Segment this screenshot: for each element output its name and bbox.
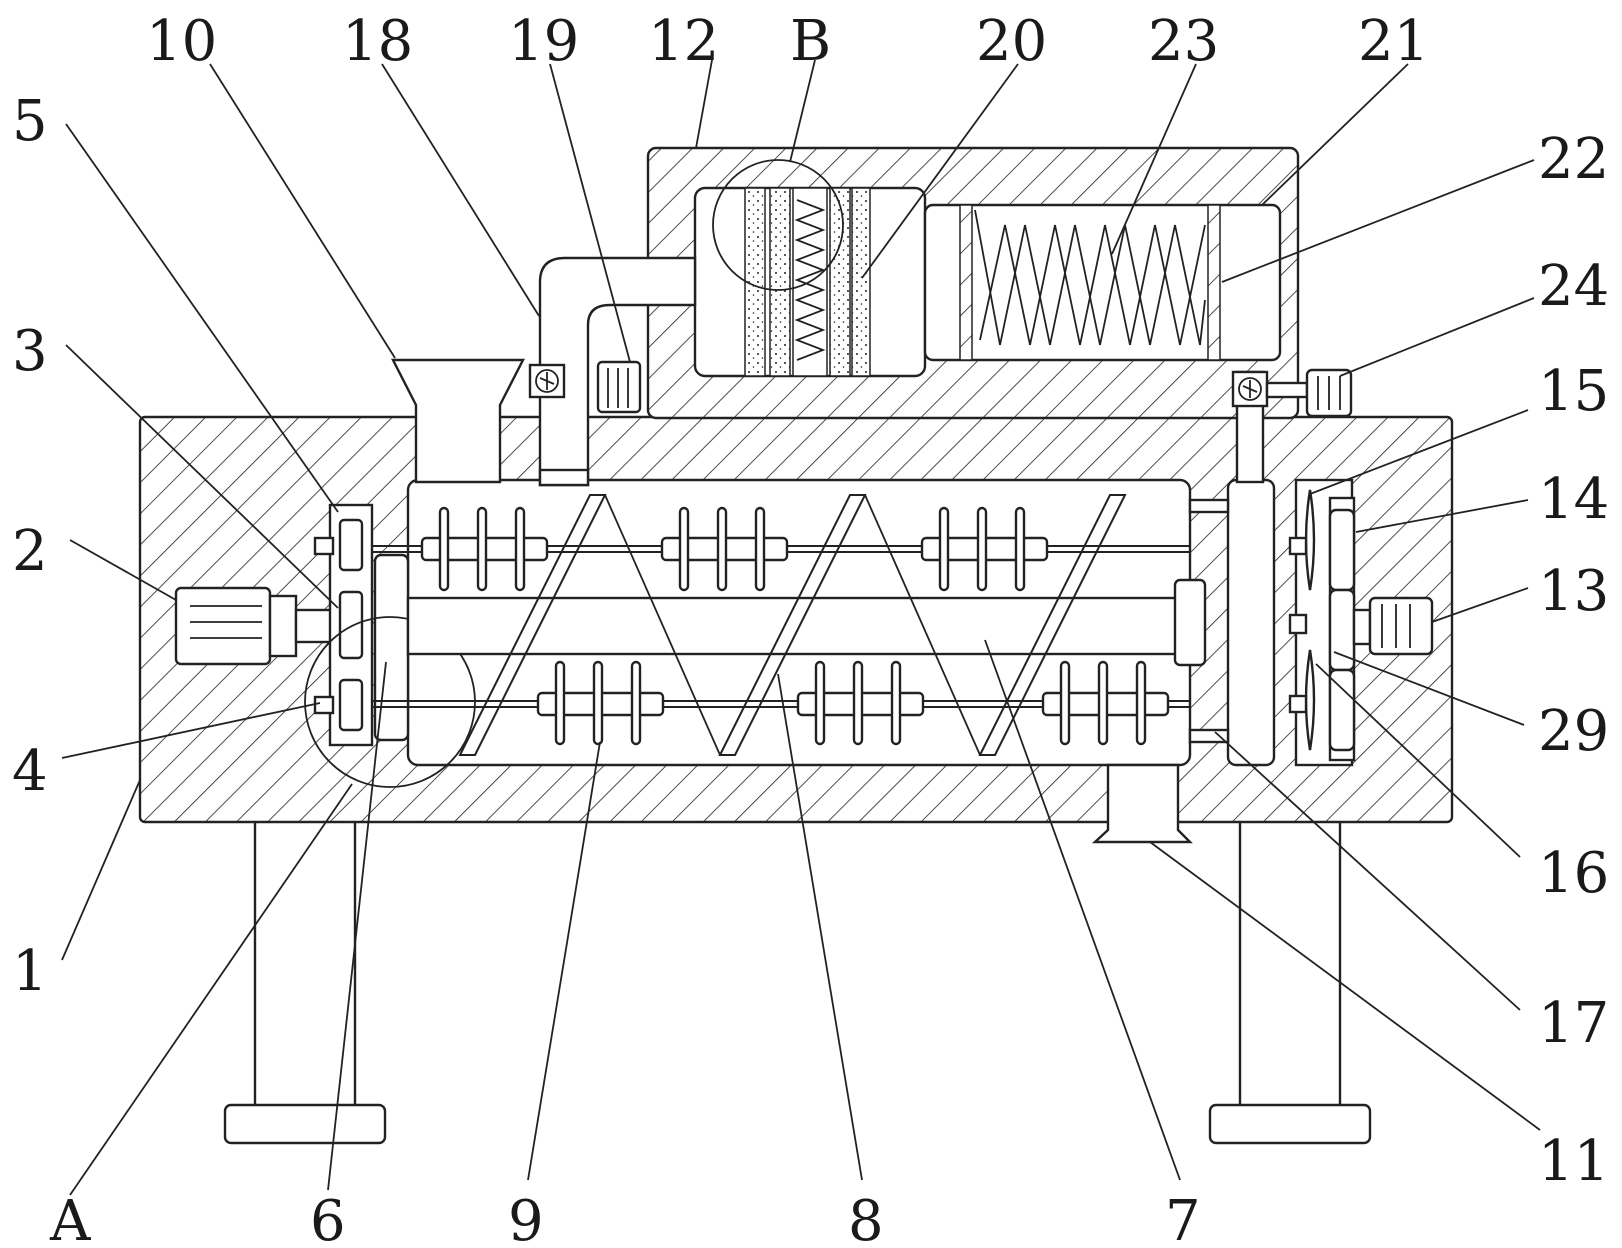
label-23: 23 <box>1148 9 1219 74</box>
label-3: 3 <box>12 319 48 384</box>
left-leg <box>223 818 387 1145</box>
label-18: 18 <box>342 9 413 74</box>
feed-hopper <box>391 358 525 484</box>
fan-unit-left <box>528 360 642 414</box>
label-21: 21 <box>1358 9 1429 74</box>
label-4: 4 <box>12 739 48 804</box>
lower-stirring-shaft <box>372 660 1190 746</box>
label-6: 6 <box>310 1189 346 1248</box>
label-20: 20 <box>976 9 1047 74</box>
upper-stirring-shaft <box>372 506 1190 592</box>
label-16: 16 <box>1538 841 1609 906</box>
right-gear-box <box>1288 489 1434 762</box>
spring-chamber <box>959 204 1221 361</box>
label-13: 13 <box>1538 559 1609 624</box>
label-A: A <box>49 1189 91 1248</box>
label-10: 10 <box>146 9 217 74</box>
left-gear-box <box>304 503 476 788</box>
label-11: 11 <box>1538 1129 1609 1194</box>
left-motor <box>174 586 338 666</box>
label-7: 7 <box>1165 1189 1201 1248</box>
label-5: 5 <box>12 89 48 154</box>
label-12: 12 <box>648 9 719 74</box>
label-15: 15 <box>1538 359 1609 424</box>
label-17: 17 <box>1538 991 1609 1056</box>
side-connectors <box>1188 498 1230 744</box>
lower-paddles <box>554 660 1147 746</box>
label-24: 24 <box>1538 254 1609 319</box>
label-29: 29 <box>1538 699 1609 764</box>
label-22: 22 <box>1538 127 1609 192</box>
fan-unit-right <box>1231 368 1353 484</box>
filter-layers <box>712 159 871 377</box>
label-B: B <box>790 9 831 74</box>
right-leg <box>1208 818 1372 1145</box>
leader-lines <box>61 59 1541 1196</box>
label-8: 8 <box>848 1189 884 1248</box>
reference-labels: 1 2 3 4 5 6 7 8 9 10 11 12 13 14 15 16 1… <box>12 9 1609 1248</box>
upper-paddles <box>438 506 1026 592</box>
label-19: 19 <box>508 9 579 74</box>
label-9: 9 <box>508 1189 544 1248</box>
label-2: 2 <box>12 519 48 584</box>
label-1: 1 <box>12 939 48 1004</box>
screw-conveyor <box>406 494 1207 756</box>
exhaust-duct <box>538 256 697 487</box>
label-14: 14 <box>1538 467 1609 532</box>
discharge-outlet <box>1091 763 1193 844</box>
